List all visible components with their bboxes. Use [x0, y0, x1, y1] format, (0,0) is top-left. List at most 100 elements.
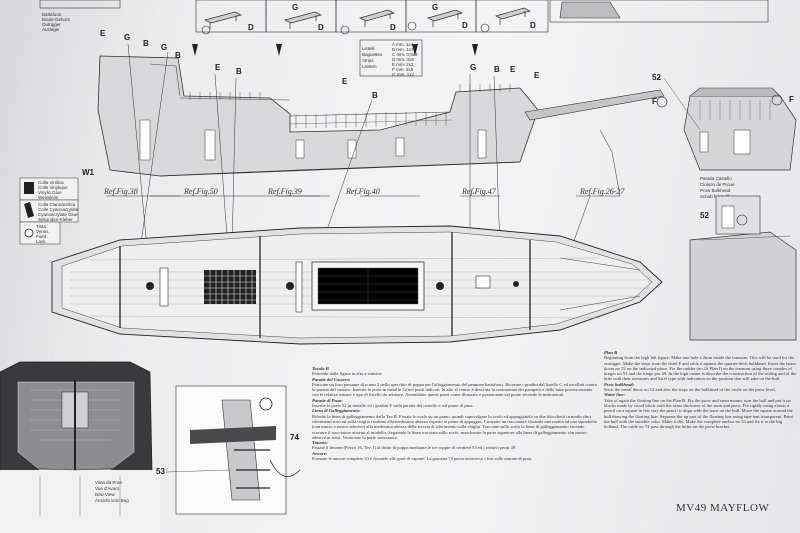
- svg-text:53: 53: [156, 467, 165, 476]
- letter-b: B: [175, 51, 181, 60]
- svg-text:B mm. 1x7: B mm. 1x7: [392, 47, 414, 52]
- letter-g: G: [124, 33, 130, 42]
- svg-text:Vista da Prua: Vista da Prua: [95, 480, 122, 485]
- rudder-detail: 74 53: [156, 385, 301, 515]
- bitt-sketches: [204, 7, 531, 29]
- part-letters: E G B G B E B E B G B E E D D D D D G G …: [82, 3, 794, 224]
- svg-text:C mm. 0,5x3: C mm. 0,5x3: [392, 52, 418, 57]
- letter-e: E: [510, 65, 516, 74]
- letter-d: D: [462, 21, 468, 30]
- plan-text-1: Beginning from the high left figure: Mak…: [604, 355, 797, 382]
- svg-text:F mm. 3x5: F mm. 3x5: [392, 67, 414, 72]
- ref-fig-labels: Ref.Fig.38 Ref.Fig.50 Ref.Fig.39 Ref.Fig…: [103, 187, 625, 196]
- svg-text:Ref.Fig.40: Ref.Fig.40: [345, 187, 380, 196]
- water-heading: Water line:: [604, 392, 625, 398]
- stern-detail: 52 Paratia Castello Cloison de Proue Pro…: [559, 1, 797, 199]
- tavola-text: Tavola B Partendo dalla figura in alto a…: [312, 366, 598, 532]
- svg-text:Lack: Lack: [36, 239, 46, 244]
- tavola-heading: Tavola B: [312, 366, 329, 371]
- paratie-cassero-text: Praticate un foro passante di n.mm 2 nel…: [312, 381, 598, 398]
- letter-w1: W1: [82, 168, 95, 177]
- letter-d: D: [318, 23, 324, 32]
- model-title: MV49 MAYFLOW: [676, 502, 770, 514]
- svg-text:Colla Cianoacrilica: Colla Cianoacrilica: [38, 202, 76, 207]
- svg-text:Ref.Fig.26-27: Ref.Fig.26-27: [579, 187, 625, 196]
- svg-text:Strips: Strips: [362, 58, 374, 63]
- letter-g: G: [432, 3, 438, 12]
- letter-b: B: [236, 67, 242, 76]
- letter-d: D: [530, 21, 536, 30]
- svg-text:Colla Vinilica: Colla Vinilica: [38, 180, 64, 185]
- prow-text: Stick the metal doors no 52 and also the…: [604, 387, 776, 393]
- svg-text:Ausleger: Ausleger: [42, 27, 60, 32]
- timone-heading: Timone:: [312, 440, 328, 446]
- plan-text: Plan B Beginning from the high left figu…: [604, 350, 798, 500]
- svg-text:Battafuori: Battafuori: [42, 12, 61, 17]
- letter-f: F: [789, 95, 794, 104]
- svg-text:Prow Bulkhead: Prow Bulkhead: [700, 188, 731, 193]
- svg-text:E mm. 2x2: E mm. 2x2: [392, 62, 414, 67]
- svg-text:52: 52: [652, 73, 661, 82]
- tavola-intro: Partendo dalla figura in alto a sinistra…: [312, 371, 383, 377]
- svg-text:A mm. 1x4: A mm. 1x4: [392, 42, 414, 47]
- timone-text: Fissate il timone (Pezzo 16, Tav. I) al …: [312, 445, 517, 451]
- svg-text:Paint: Paint: [36, 234, 47, 239]
- plan-heading: Plan B: [604, 350, 618, 355]
- deck-plan: [51, 225, 663, 345]
- strip-table: Listelli Baguettes Strips Leisten A mm. …: [362, 42, 418, 77]
- paratie-prua-heading: Paratie di Prua:: [312, 397, 343, 403]
- svg-text:Sekunden-Kleber: Sekunden-Kleber: [38, 217, 73, 222]
- letter-b: B: [494, 65, 500, 74]
- linea-text: Riferite la linea di galleggiamento dall…: [312, 413, 597, 440]
- glue-legend: Colla Vinilica Colle Vinylique Vinylic G…: [19, 177, 79, 245]
- svg-text:D mm. 3x3: D mm. 3x3: [392, 57, 414, 62]
- letter-e: E: [534, 71, 540, 80]
- letter-b: B: [143, 39, 149, 48]
- svg-text:Ref.Fig.47: Ref.Fig.47: [461, 187, 497, 196]
- svg-text:74: 74: [290, 433, 299, 442]
- paratie-prua-text: Inserite le porte 52 in metallo ed i gra…: [312, 403, 474, 409]
- svg-text:Weissleim: Weissleim: [38, 195, 59, 200]
- svg-text:Outrigger: Outrigger: [42, 22, 61, 27]
- letter-e: E: [215, 63, 221, 72]
- letter-e: E: [342, 77, 348, 86]
- svg-text:Bow View: Bow View: [95, 492, 115, 497]
- letter-b: B: [372, 91, 378, 100]
- letter-g: G: [292, 3, 298, 12]
- outrigger-legend: Battafuori Boute-Dehors Outrigger Ausleg…: [42, 12, 71, 32]
- linea-heading: Linea di Galleggiamento:: [312, 408, 361, 414]
- bow-detail: 52: [689, 195, 797, 341]
- letter-d: D: [390, 23, 396, 32]
- svg-text:Boute-Dehors: Boute-Dehors: [42, 17, 71, 22]
- letter-e: E: [100, 29, 106, 38]
- letter-g: G: [161, 43, 167, 52]
- ancore-text: Formate le ancore complete 53 e fissatel…: [312, 456, 533, 462]
- water-text: Take of again the floating line on the P…: [604, 397, 793, 430]
- svg-text:Ref.Fig.50: Ref.Fig.50: [183, 187, 218, 196]
- glue-triangles: [192, 21, 490, 56]
- svg-text:Paratia Castello: Paratia Castello: [700, 176, 732, 181]
- bow-view: Vista da Prua Vue d'Avant Bow View Ansic…: [0, 361, 160, 533]
- svg-text:52: 52: [700, 211, 709, 220]
- svg-text:Listelli: Listelli: [362, 46, 375, 51]
- svg-text:Ref.Fig.39: Ref.Fig.39: [267, 187, 302, 196]
- svg-text:Tinta: Tinta: [36, 224, 46, 229]
- svg-text:Colle Cyanoacrylate: Colle Cyanoacrylate: [38, 207, 79, 212]
- letter-d: D: [248, 23, 254, 32]
- leader-lines: [106, 43, 621, 281]
- svg-text:Vue d'Avant: Vue d'Avant: [95, 486, 120, 491]
- svg-text:Vernis: Vernis: [36, 229, 49, 234]
- svg-text:Ansicht vom Bug: Ansicht vom Bug: [95, 498, 129, 503]
- svg-text:Cloison de Proue: Cloison de Proue: [700, 182, 735, 187]
- letter-f: F: [652, 97, 657, 106]
- svg-text:Baguettes: Baguettes: [362, 52, 383, 57]
- letter-g: G: [470, 63, 476, 72]
- grating: [204, 270, 256, 304]
- ancore-heading: Ancore:: [312, 450, 328, 456]
- paratie-cassero-heading: Paratie del Cassero:: [312, 376, 351, 382]
- svg-text:Cyanoacrylate Glue: Cyanoacrylate Glue: [38, 212, 78, 217]
- svg-text:Vinylic Glue: Vinylic Glue: [38, 190, 62, 195]
- svg-text:G mm. 1x2: G mm. 1x2: [392, 72, 415, 77]
